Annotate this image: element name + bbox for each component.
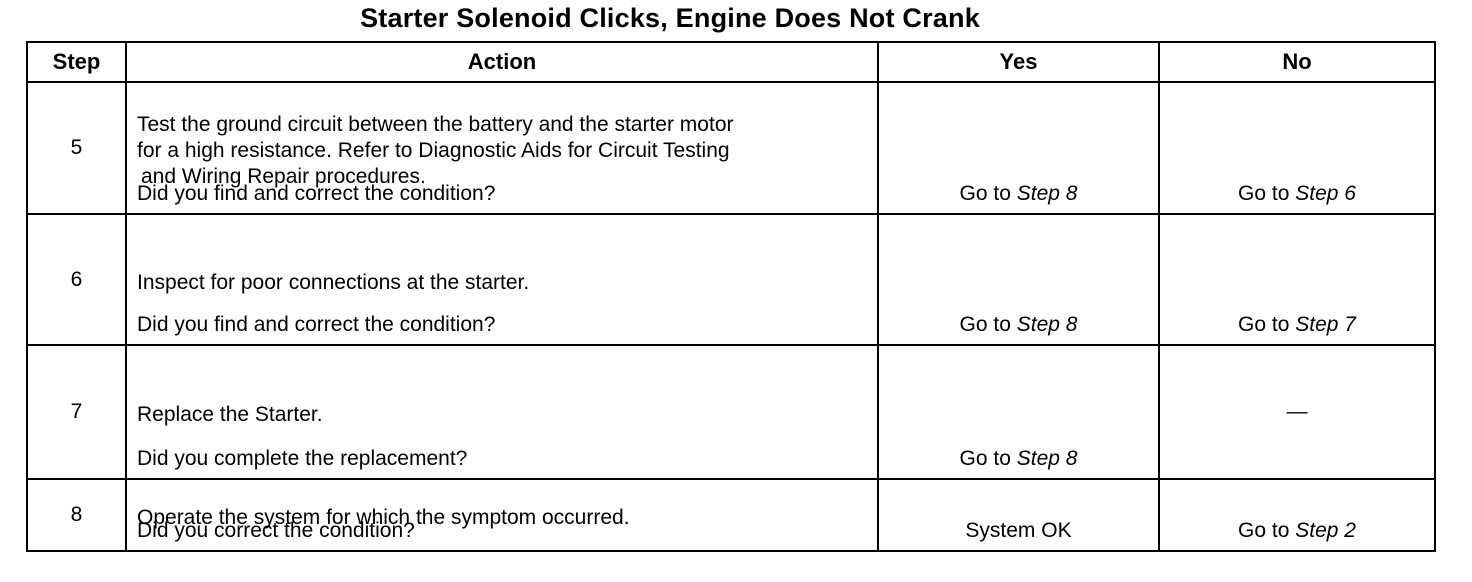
table-row: 8 Operate the system for which the sympt…: [26, 478, 1436, 552]
step-number: 7: [26, 344, 127, 480]
no-target: Step 7: [1295, 313, 1356, 336]
table-row: 5 Test the ground circuit between the ba…: [26, 81, 1436, 215]
table-header-row: Step Action Yes No: [26, 41, 1436, 83]
action-cell: Inspect for poor connections at the star…: [125, 213, 879, 346]
no-cell: —: [1158, 344, 1436, 480]
step-number: 8: [26, 478, 127, 552]
goto-prefix: Go to: [959, 447, 1017, 470]
table-row: 7 Replace the Starter. Did you complete …: [26, 344, 1436, 480]
action-question: Did you find and correct the condition?: [137, 182, 496, 205]
no-target: Step 6: [1295, 182, 1356, 205]
page-title: Starter Solenoid Clicks, Engine Does Not…: [360, 3, 980, 33]
goto-prefix: Go to: [1238, 313, 1296, 336]
yes-result: System OK: [965, 519, 1072, 542]
action-cell: Replace the Starter. Did you complete th…: [125, 344, 879, 480]
no-cell: Go to Step 6: [1158, 81, 1436, 215]
no-dash: —: [1286, 400, 1308, 423]
table-row: 6 Inspect for poor connections at the st…: [26, 213, 1436, 346]
yes-cell: System OK: [877, 478, 1160, 552]
action-line: Test the ground circuit between the batt…: [137, 113, 734, 136]
no-cell: Go to Step 2: [1158, 478, 1436, 552]
header-action: Action: [125, 41, 879, 83]
action-line: Replace the Starter.: [137, 403, 323, 426]
yes-cell: Go to Step 8: [877, 213, 1160, 346]
action-question: Did you complete the replacement?: [137, 447, 468, 470]
action-line: and Wiring Repair procedures.: [141, 165, 426, 188]
goto-prefix: Go to: [1238, 182, 1296, 205]
header-no: No: [1158, 41, 1436, 83]
no-cell: Go to Step 7: [1158, 213, 1436, 346]
yes-target: Step 8: [1016, 313, 1078, 336]
step-number: 5: [26, 81, 127, 215]
no-target: Step 2: [1295, 519, 1356, 542]
action-cell: Test the ground circuit between the batt…: [125, 81, 879, 215]
action-question: Did you correct the condition?: [137, 519, 415, 542]
header-step: Step: [26, 41, 127, 83]
diagnostic-table: Step Action Yes No 5 Test the ground cir…: [26, 41, 1436, 552]
goto-prefix: Go to: [959, 182, 1017, 205]
goto-prefix: Go to: [1238, 519, 1296, 542]
yes-target: Step 8: [1016, 447, 1078, 470]
action-line: for a high resistance. Refer to Diagnost…: [137, 139, 730, 162]
yes-target: Step 8: [1016, 182, 1078, 205]
header-yes: Yes: [877, 41, 1160, 83]
action-line: Operate the system for which the symptom…: [137, 506, 630, 529]
action-question: Did you find and correct the condition?: [137, 313, 496, 336]
yes-cell: Go to Step 8: [877, 81, 1160, 215]
action-line: Inspect for poor connections at the star…: [137, 270, 530, 294]
yes-cell: Go to Step 8: [877, 344, 1160, 480]
step-number: 6: [26, 213, 127, 346]
action-cell: Operate the system for which the symptom…: [125, 478, 879, 552]
goto-prefix: Go to: [959, 313, 1017, 336]
